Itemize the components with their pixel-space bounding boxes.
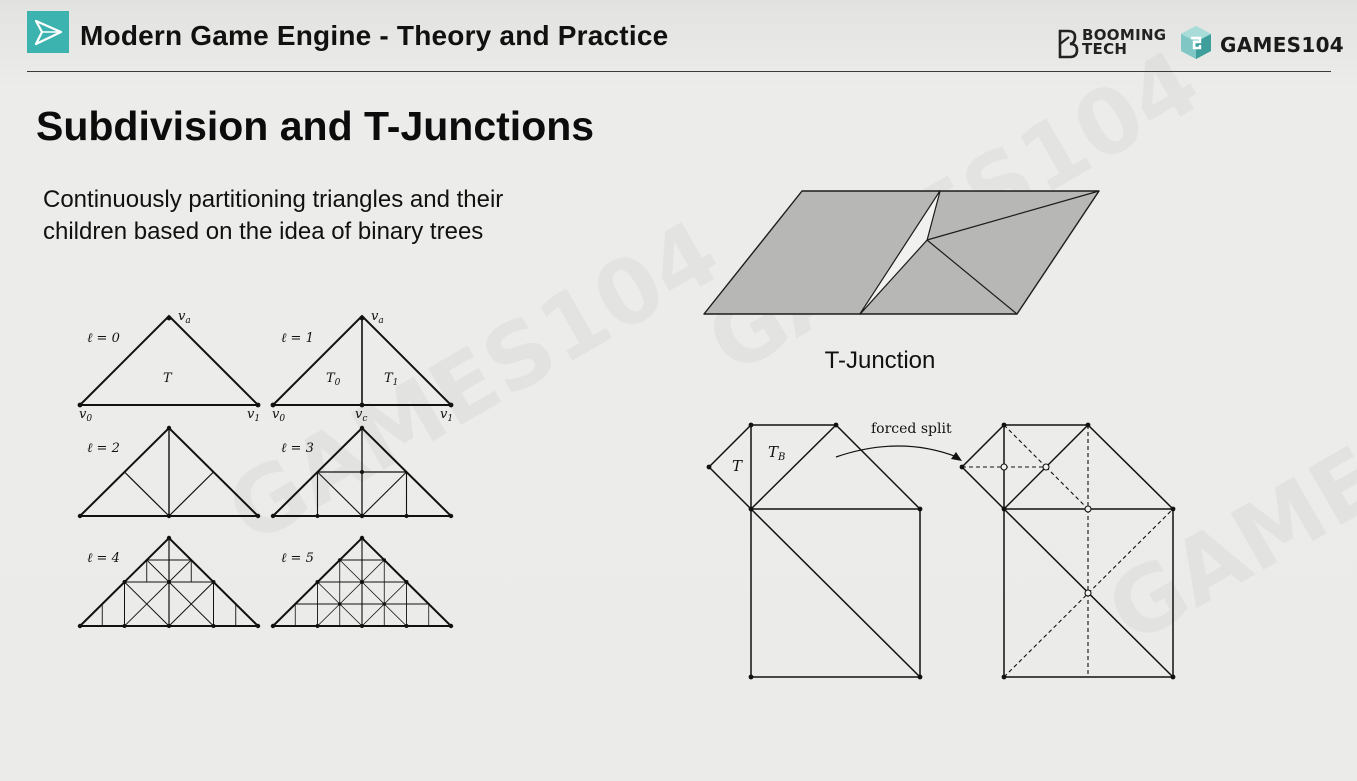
forced-split-labels: forced split T TB (732, 421, 952, 475)
body-line-2: children based on the idea of binary tre… (43, 218, 484, 245)
triangle-label-t0: T0 (326, 371, 341, 388)
level-label-3: ℓ = 3 (281, 441, 314, 456)
vertex-label-va-0: va (178, 309, 191, 326)
booming-text-line2: TECH (1082, 40, 1128, 58)
level-label-4: ℓ = 4 (87, 551, 120, 566)
vertex-label-v0-0: v0 (79, 407, 92, 424)
level-5-triangle (270, 535, 454, 629)
post-split-mesh (959, 422, 1176, 680)
vertex-label-v1-0: v1 (247, 407, 260, 424)
course-title: Modern Game Engine - Theory and Practice (80, 20, 669, 51)
booming-tech-text: BOOMING TECH (1082, 26, 1167, 58)
games104-text: GAMES104 (1220, 33, 1345, 57)
triangle-label-t-split: T (732, 457, 743, 475)
level-label-2: ℓ = 2 (87, 441, 120, 456)
body-line-1: Continuously partitioning triangles and … (43, 186, 504, 213)
vertex-label-v0-1: v0 (272, 407, 285, 424)
booming-tech-mark-icon (1058, 29, 1079, 59)
booming-text-line1: BOOMING (1082, 26, 1167, 44)
forced-split-figure: forced split T TB (706, 421, 1176, 680)
tjunction-render (703, 190, 1100, 315)
header-divider (27, 71, 1331, 72)
forced-split-arrow-icon (835, 445, 962, 461)
pre-split-mesh (706, 422, 923, 680)
vertex-label-v1-1: v1 (440, 407, 453, 424)
level-1-triangle (270, 314, 454, 408)
subdivision-figure: ℓ = 0 ℓ = 1 ℓ = 2 ℓ = 3 ℓ = 4 ℓ = 5 va v… (77, 309, 454, 629)
triangle-label-t: T (163, 371, 173, 386)
triangle-label-t1: T1 (384, 371, 398, 388)
forced-split-label: forced split (871, 421, 952, 437)
level-2-triangle (77, 425, 261, 519)
level-label-5: ℓ = 5 (281, 551, 314, 566)
vertex-label-vc-1: vc (355, 407, 367, 424)
tjunction-crack (859, 190, 941, 315)
games104-logo: GAMES104 (1178, 24, 1344, 64)
level-label-1: ℓ = 1 (281, 331, 314, 346)
slide-header: Modern Game Engine - Theory and Practice… (0, 0, 1357, 72)
slide-body-text: Continuously partitioning triangles and … (43, 184, 603, 248)
vertex-label-va-1: va (371, 309, 384, 326)
level-3-triangle (270, 425, 454, 519)
level-label-0: ℓ = 0 (87, 331, 120, 346)
course-logo-icon (27, 11, 69, 53)
games104-cube-icon (1181, 26, 1211, 59)
tjunction-caption: T-Junction (824, 347, 936, 374)
level-0-triangle (77, 314, 261, 408)
booming-tech-logo: BOOMING TECH (1056, 28, 1168, 64)
level-4-triangle (77, 535, 261, 629)
subdivision-labels: ℓ = 0 ℓ = 1 ℓ = 2 ℓ = 3 ℓ = 4 ℓ = 5 va v… (79, 309, 453, 566)
triangle-label-tb: TB (768, 443, 785, 463)
slide-title: Subdivision and T-Junctions (36, 103, 595, 149)
